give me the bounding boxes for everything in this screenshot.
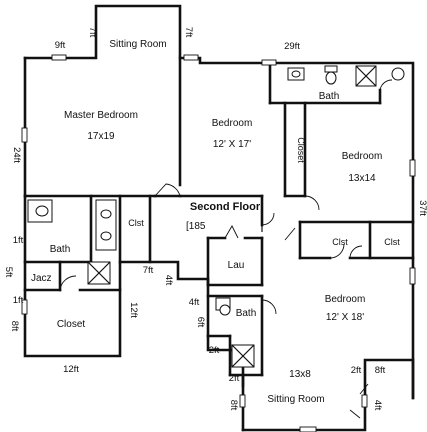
sitting-room-bottom-label: Sitting Room [267,394,324,405]
windows [21,54,416,432]
bedroom-right-label: Bedroom [342,151,383,162]
bedroom-bottom-label: Bedroom [325,294,366,305]
dim-4ft-bottom: 4ft [372,400,383,411]
dimension-labels: 9ft 7ft 7ft 29ft 24ft 37ft 1ft 5ft 1ft 8… [3,27,427,411]
dim-2ft-c: 2ft [351,365,362,376]
laundry-label: Lau [228,260,245,271]
room-labels: Sitting Room Master Bedroom 17x19 Bedroo… [31,39,400,405]
master-bedroom-size: 17x19 [87,131,115,142]
clst-mid-label: Clst [332,237,348,247]
dim-24ft: 24ft [11,147,22,163]
closet-bottom-left-label: Closet [57,319,86,330]
master-bedroom-label: Master Bedroom [64,110,138,121]
dim-1ft-b: 1ft [13,295,24,306]
dim-8ft-left: 8ft [9,321,20,332]
dim-37ft: 37ft [417,200,427,216]
floor-title: Second Floor [190,201,261,213]
closet-vertical-label: Closet [296,137,306,163]
bath-bottom-label: Bath [236,308,257,319]
dim-4ft-mid: 4ft [163,275,174,286]
sitting-size-label: 13x8 [289,369,311,380]
dim-8ft-bottom: 8ft [228,400,239,411]
bath-left-label: Bath [50,244,71,255]
dim-7ft-mid: 7ft [143,265,154,276]
dim-7ft-top-left: 7ft [87,27,98,38]
dim-1ft-a: 1ft [13,235,24,246]
dim-12ft-vert: 12ft [128,302,139,318]
doors [59,79,393,419]
dim-12ft-bottom: 12ft [63,364,79,375]
floor-area: [185 [186,221,206,232]
bedroom-bottom-size: 12' X 18' [326,312,364,323]
fixtures [27,65,405,368]
bedroom-center-size: 12' X 17' [213,139,251,150]
dim-2ft-a: 2ft [209,345,220,356]
dim-8ft-right: 8ft [375,365,386,376]
dim-4ft-bath: 4ft [189,297,200,308]
sitting-room-top-label: Sitting Room [109,39,166,50]
dim-6ft: 6ft [195,317,206,328]
clst-left-label: Clst [128,218,144,228]
dim-9ft: 9ft [55,40,66,51]
jacz-label: Jacz [31,273,52,284]
bath-top-right-label: Bath [319,91,340,102]
interior-walls [23,56,415,388]
clst-right-label: Clst [384,237,400,247]
bedroom-right-size: 13x14 [348,173,376,184]
dim-7ft-top-right: 7ft [183,27,194,38]
dim-2ft-b: 2ft [229,373,240,384]
plan-title: Second Floor [185 [186,201,263,232]
dim-5ft: 5ft [3,267,14,278]
bedroom-center-label: Bedroom [212,118,253,129]
dim-29ft: 29ft [284,41,300,52]
